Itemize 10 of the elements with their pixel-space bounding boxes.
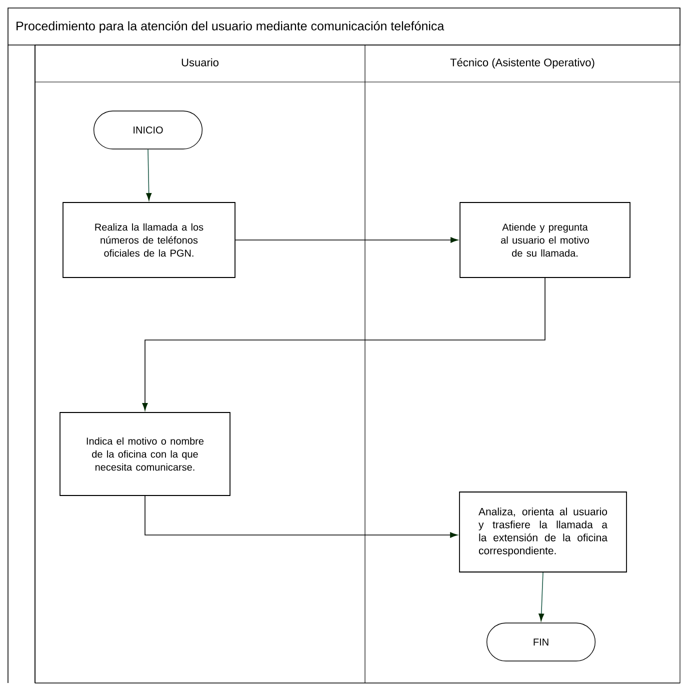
arrow	[142, 278, 546, 411]
process-box: Analiza, orienta al usuario y trasfiere la llamada a la extensión de la oficina correspondiente.	[459, 492, 627, 572]
arrow	[235, 237, 458, 243]
arrow	[146, 148, 152, 201]
arrow	[144, 496, 458, 538]
process-box: Indica el motivo o nombre de la oficina con la que necesita comunicarse.	[60, 412, 230, 496]
title-bar: Procedimiento para la atención del usuario mediante comunicación telefónica	[8, 8, 680, 46]
arrow	[538, 572, 544, 622]
process-box: Realiza la llamada a los números de teléfonos oficiales de la PGN.	[62, 202, 236, 278]
process-box: Atiende y pregunta al usuario el motivo de su llamada.	[460, 202, 630, 278]
